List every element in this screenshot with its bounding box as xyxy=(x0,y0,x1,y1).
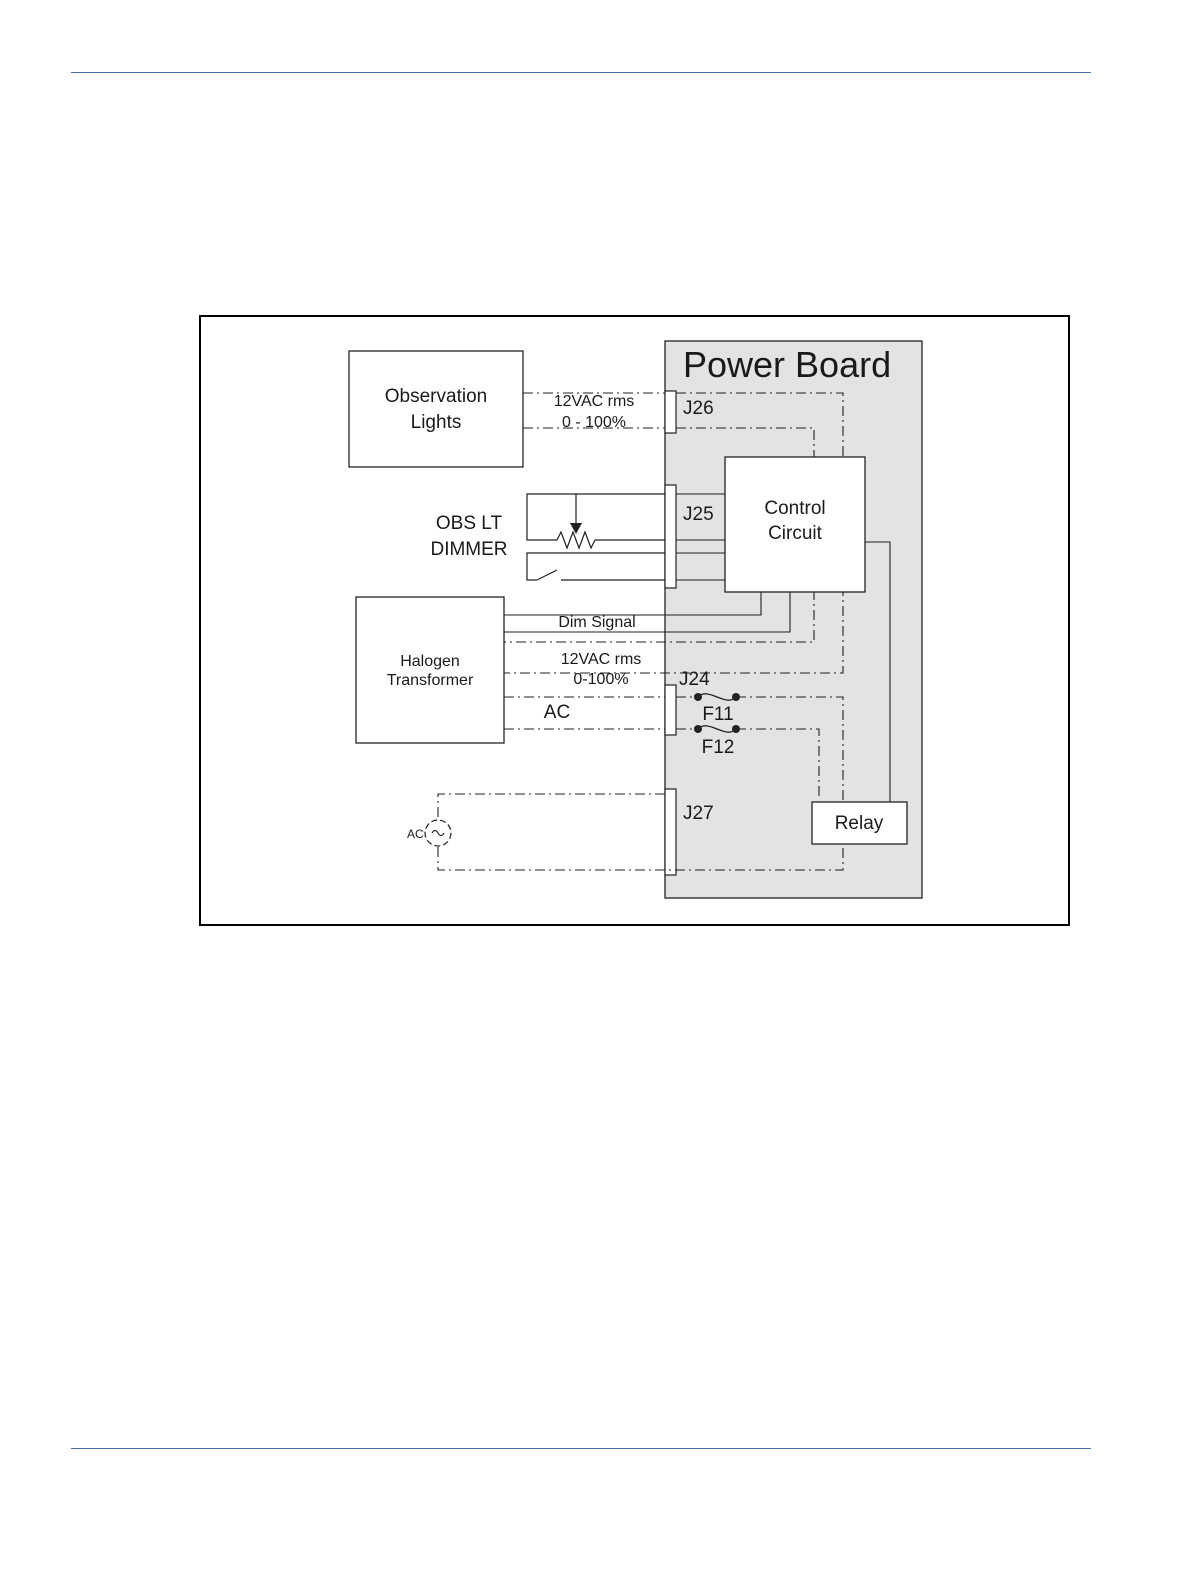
j24-label: J24 xyxy=(679,669,710,690)
control-circuit-label-1: Control xyxy=(764,498,825,519)
potentiometer-wiper-arrow xyxy=(570,523,582,534)
dimmer-label-2: DIMMER xyxy=(430,539,507,560)
halogen-transformer-label-2: Transformer xyxy=(387,672,474,689)
dimmer-circuit xyxy=(527,494,665,580)
ac-label: AC xyxy=(544,702,570,723)
observation-lights-label-2: Lights xyxy=(411,412,462,433)
control-circuit-label-2: Circuit xyxy=(768,523,823,544)
diagram-frame: Power Board Observation Lights J26 12VAC… xyxy=(199,315,1070,926)
footer-rule xyxy=(71,1448,1091,1449)
lower-voltage-label: 12VAC rms xyxy=(561,651,642,668)
power-board-title: Power Board xyxy=(683,344,891,385)
upper-voltage-label: 12VAC rms xyxy=(554,393,635,410)
j27-connector xyxy=(665,789,676,875)
j26-connector xyxy=(665,391,676,433)
j25-label: J25 xyxy=(683,504,714,525)
observation-lights-box xyxy=(349,351,523,467)
j27-label: J27 xyxy=(683,803,714,824)
halogen-transformer-label-1: Halogen xyxy=(400,653,460,670)
upper-range-label: 0 - 100% xyxy=(562,414,626,431)
ac-source-symbol xyxy=(425,820,451,846)
lower-range-label: 0-100% xyxy=(573,671,628,688)
fuse-f12-label: F12 xyxy=(702,737,735,758)
relay-label: Relay xyxy=(835,813,884,834)
ac-source-label: AC xyxy=(407,827,424,841)
j26-label: J26 xyxy=(683,398,714,419)
fuse-f11-label: F11 xyxy=(702,704,733,725)
halogen-transformer-box xyxy=(356,597,504,743)
j24-connector xyxy=(665,685,676,735)
dim-signal-label: Dim Signal xyxy=(558,614,635,631)
header-rule xyxy=(71,72,1091,73)
observation-lights-label-1: Observation xyxy=(385,386,487,407)
wiring-schematic: Power Board Observation Lights J26 12VAC… xyxy=(201,317,1068,924)
j25-connector xyxy=(665,485,676,588)
dimmer-label-1: OBS LT xyxy=(436,513,503,534)
